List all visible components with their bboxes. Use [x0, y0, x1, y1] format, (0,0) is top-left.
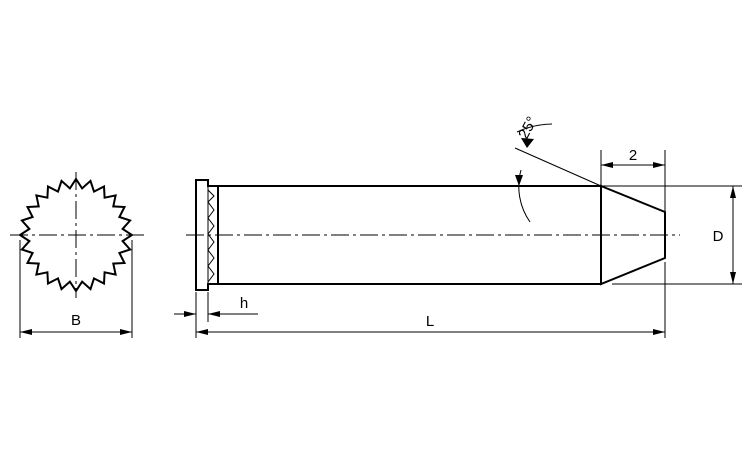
l-arrow-right	[653, 329, 665, 335]
chamfered-tip	[600, 184, 666, 286]
b-arrow-left	[20, 329, 32, 335]
chamfer-arrow-left	[601, 162, 613, 168]
chamfer-length-label: 2	[629, 147, 637, 164]
chamfer-angle-extension-line	[514, 147, 602, 187]
l-label: L	[426, 313, 434, 330]
end-view: B	[10, 172, 145, 338]
chamfer-angle-arc	[516, 123, 553, 223]
l-arrow-left	[196, 329, 208, 335]
d-label: D	[713, 228, 724, 245]
d-arrow-bottom	[730, 272, 736, 284]
chamfer-angle-label: 25°	[515, 114, 541, 142]
b-label: B	[71, 312, 81, 329]
h-label: h	[240, 295, 248, 312]
b-arrow-right	[120, 329, 132, 335]
side-view: h L D 2 25°	[174, 114, 742, 338]
head-knurl-teeth	[207, 189, 215, 283]
h-arrow-right	[208, 311, 220, 317]
chamfer-arrow-right	[653, 162, 665, 168]
h-arrow-left	[184, 311, 196, 317]
d-arrow-top	[730, 186, 736, 198]
chamfer-angle-arrow-upper	[521, 138, 534, 148]
chamfer-angle-arrow-lower	[515, 175, 523, 186]
